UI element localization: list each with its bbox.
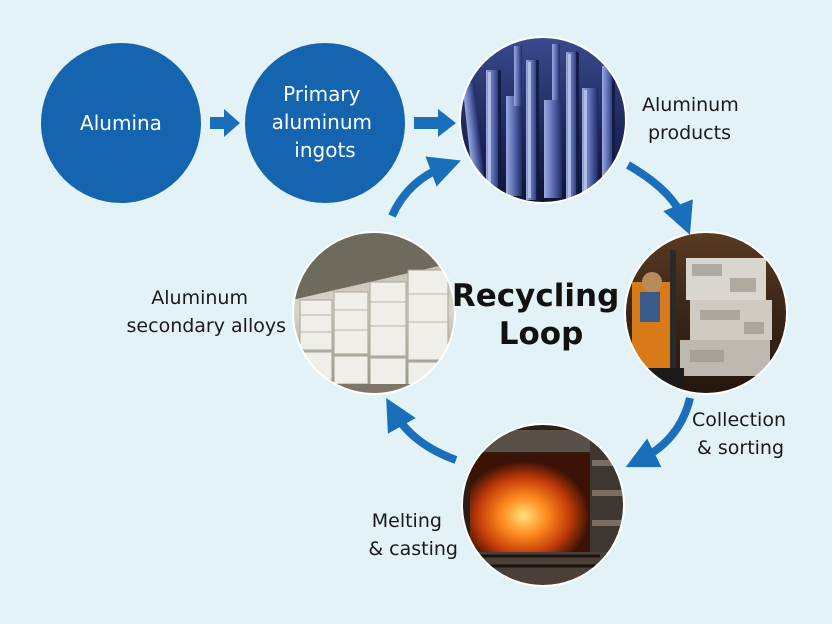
melting-line-1: Melting [372,510,442,532]
aluminum-products-line-2: products [648,122,731,144]
secondary-alloys-line-1: Aluminum [151,287,248,309]
alumina-label: Alumina [80,111,162,135]
collection-line-1: Collection [692,409,786,431]
melting-ring [461,423,625,587]
arrow-primary-to-products [414,109,456,137]
collection-label: Collection & sorting [692,409,792,459]
melting-line-2: & casting [368,538,458,560]
primary-ingots-line-2: aluminum [272,110,372,134]
collection-line-2: & sorting [697,437,784,459]
arrow-products-to-collection [626,161,693,235]
aluminum-products-line-1: Aluminum [642,94,739,116]
primary-ingots-line-3: ingots [294,138,355,162]
secondary-alloys-label: Aluminum secondary alloys [127,287,286,337]
primary-ingots-line-1: Primary [283,82,360,106]
secondary-alloys-ring [292,231,456,395]
arrow-melting-to-secondary [386,398,458,464]
collection-ring [624,231,788,395]
aluminum-products-photo [460,37,626,203]
arrow-collection-to-melting [625,396,694,468]
secondary-alloys-line-2: secondary alloys [127,315,286,337]
recycling-loop-label: Recycling Loop [452,278,630,352]
arrow-secondary-to-products [388,156,462,218]
aluminum-products-ring [459,36,627,204]
melting-label: Melting & casting [368,510,458,560]
recycling-loop-line-2: Loop [499,316,584,352]
arrow-alumina-to-primary [210,109,240,137]
primary-ingots-node [245,43,405,203]
primary-ingots-label: Primary aluminum ingots [272,82,379,162]
recycling-loop-line-1: Recycling [452,278,619,314]
alumina-node [41,43,201,203]
aluminum-products-label: Aluminum products [642,94,745,144]
